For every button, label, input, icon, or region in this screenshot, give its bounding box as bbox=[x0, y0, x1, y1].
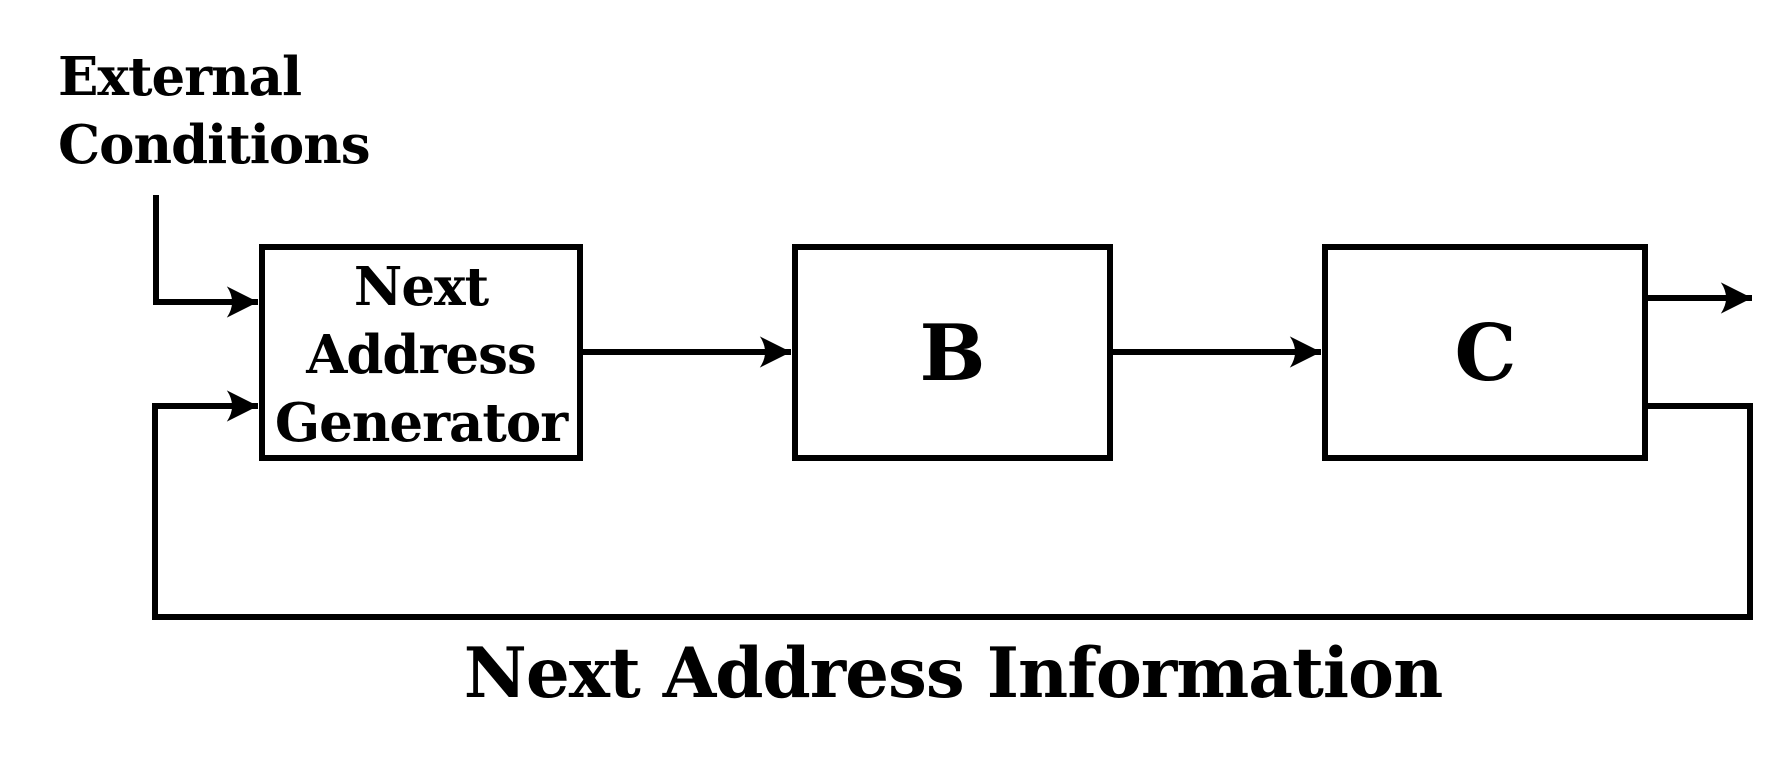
next-address-information-label: Next Address Information bbox=[464, 633, 1443, 714]
external-conditions-label-line2: Conditions bbox=[58, 114, 370, 176]
c-box bbox=[1322, 244, 1648, 461]
b-box-label: B bbox=[920, 308, 985, 399]
next-address-generator-box bbox=[259, 244, 583, 461]
next-address-generator-label-line2: Address bbox=[305, 324, 536, 386]
next-address-generator-label-line1: Next bbox=[354, 256, 490, 318]
next-address-generator-label-line3: Generator bbox=[275, 392, 569, 454]
b-box bbox=[792, 244, 1113, 461]
c-box-label: C bbox=[1454, 308, 1515, 399]
external-conditions-arrow bbox=[153, 195, 258, 318]
external-conditions-label-line1: External bbox=[58, 46, 301, 108]
feedback-loop-arrow bbox=[152, 390, 1753, 620]
